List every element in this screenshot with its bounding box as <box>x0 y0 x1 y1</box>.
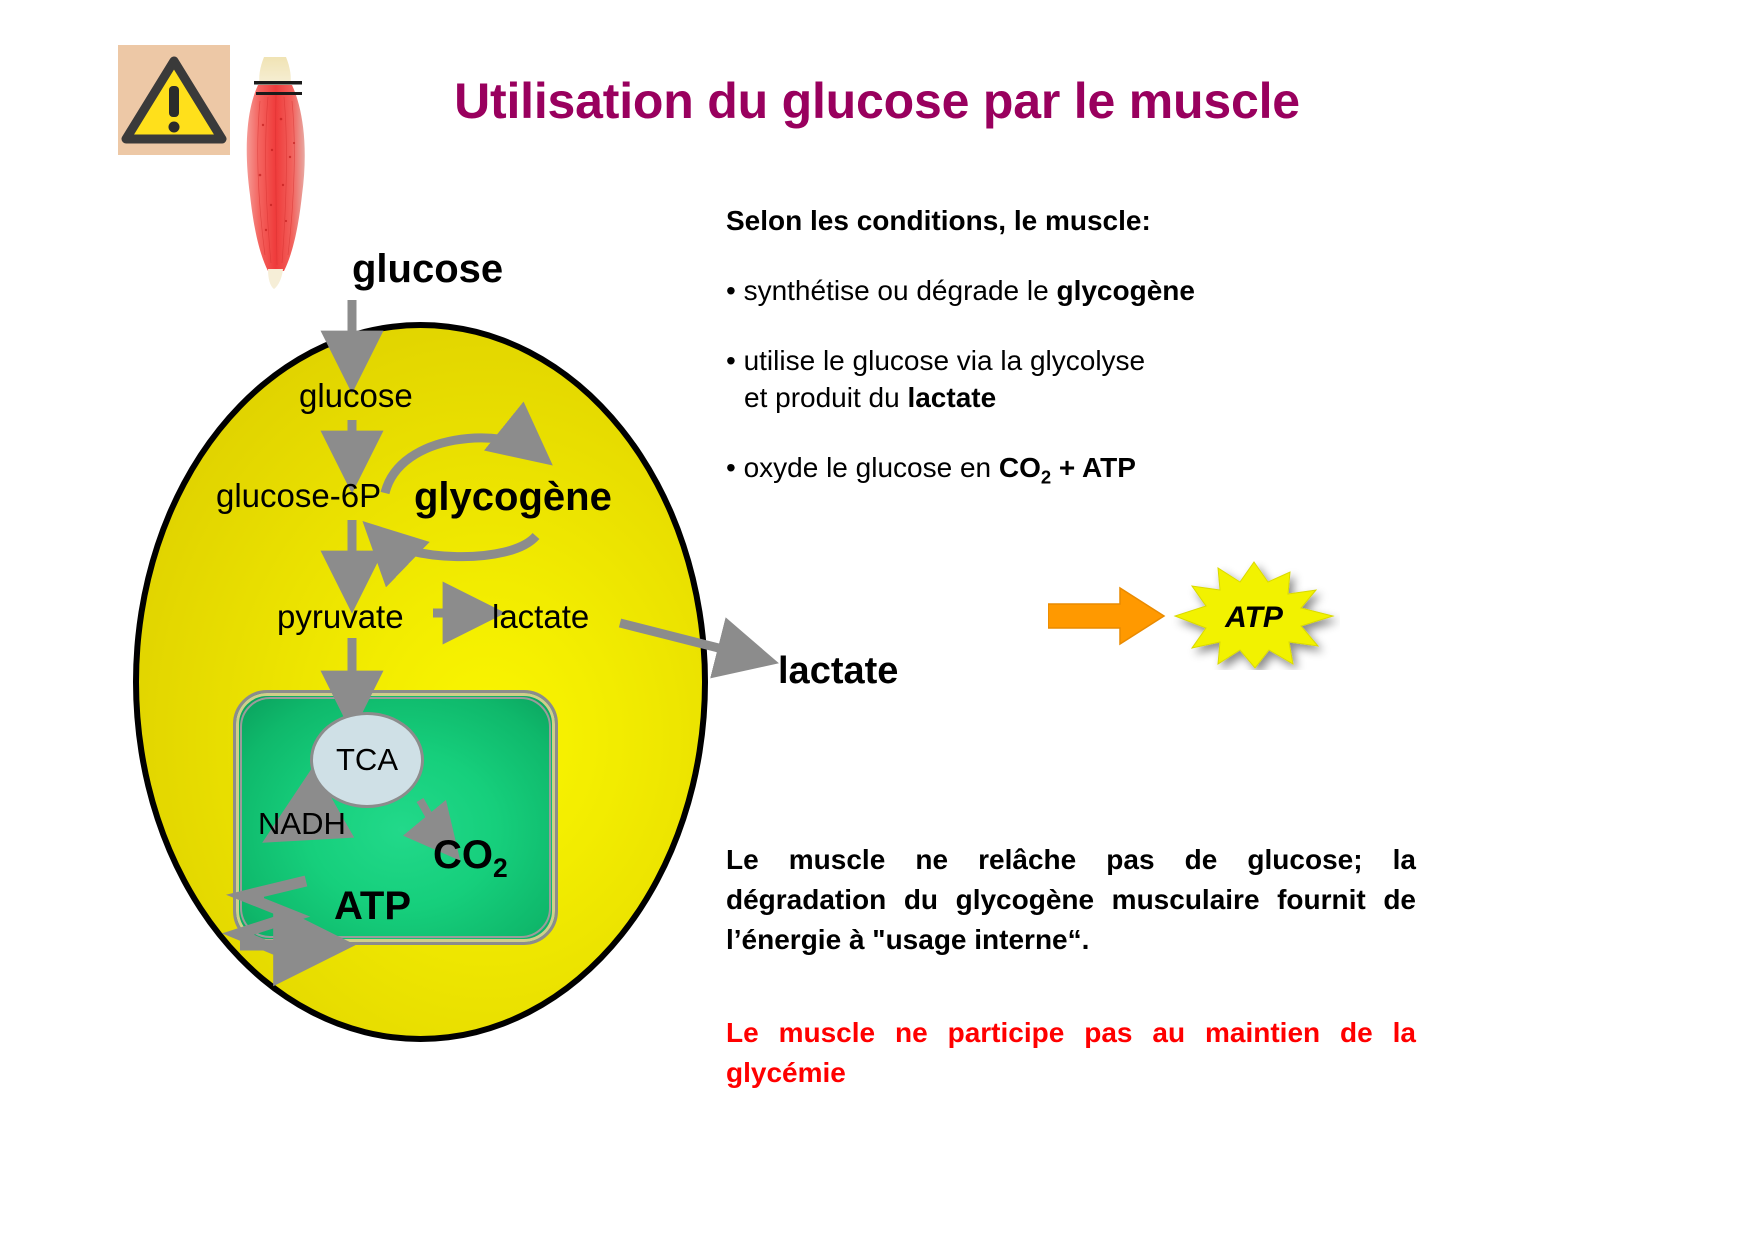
warning-triangle-icon <box>121 56 227 144</box>
warning-icon-backdrop <box>118 45 230 155</box>
atp-starburst-icon: ATP <box>1173 561 1335 669</box>
label-glucose-intracellular: glucose <box>299 377 413 414</box>
bullet-2-line2-wrap: et produit du lactate <box>726 380 1416 416</box>
right-text-column: Selon les conditions, le muscle: • synth… <box>726 205 1416 524</box>
co2-text: CO <box>433 833 493 877</box>
label-atp-mitochondrial: ATP <box>334 884 412 928</box>
label-lactate-extracellular: lactate <box>778 650 899 692</box>
atp-burst-graphic: ATP <box>1048 560 1348 670</box>
skeletal-muscle-illustration <box>246 57 305 289</box>
label-lactate-intracellular: lactate <box>492 598 590 635</box>
bullet-oxydation: • oxyde le glucose en CO2 + ATP <box>726 450 1416 490</box>
bullet-3-bold-atp: + ATP <box>1051 452 1136 484</box>
intro-line: Selon les conditions, le muscle: <box>726 205 1151 236</box>
label-glycogene: glycogène <box>414 475 612 519</box>
orange-arrow-icon <box>1048 586 1166 646</box>
page-title: Utilisation du glucose par le muscle <box>454 73 1300 129</box>
bullet-1-text: • synthétise ou dégrade le <box>726 275 1057 306</box>
bullet-3-bold-co2: CO <box>998 452 1041 484</box>
bullet-1-bold: glycogène <box>1056 275 1195 306</box>
bullet-2-line1: • utilise le glucose via la glycolyse <box>726 345 1146 377</box>
label-glucose-6-phosphate: glucose-6P <box>216 477 382 514</box>
co2-subscript: 2 <box>493 853 508 883</box>
tca-label: TCA <box>336 742 398 777</box>
paragraph-red: Le muscle ne participe pas au maintien d… <box>726 1013 1416 1093</box>
atp-star-label: ATP <box>1224 601 1284 634</box>
label-pyruvate: pyruvate <box>277 598 404 635</box>
bullet-glycolyse: • utilise le glucose via la glycolyse et… <box>726 343 1416 416</box>
label-co2: CO2 <box>433 833 508 884</box>
bullet-2-line2: et produit du <box>744 381 908 413</box>
paragraph-red-line2: de la glycémie <box>726 1017 1416 1088</box>
tca-cycle-node: TCA <box>310 712 424 808</box>
bullet-3-text: • oxyde le glucose en <box>726 452 999 484</box>
label-nadh: NADH <box>258 806 346 841</box>
label-glucose-extracellular: glucose <box>352 247 504 291</box>
bullet-glycogene: • synthétise ou dégrade le glycogène <box>726 273 1416 309</box>
bullet-3-co2-subscript: 2 <box>1040 466 1052 488</box>
paragraph-red-line1: Le muscle ne participe pas au maintien <box>726 1017 1321 1048</box>
bullet-2-bold: lactate <box>907 381 997 413</box>
paragraph-black: Le muscle ne relâche pas de glucose; la … <box>726 844 1416 955</box>
